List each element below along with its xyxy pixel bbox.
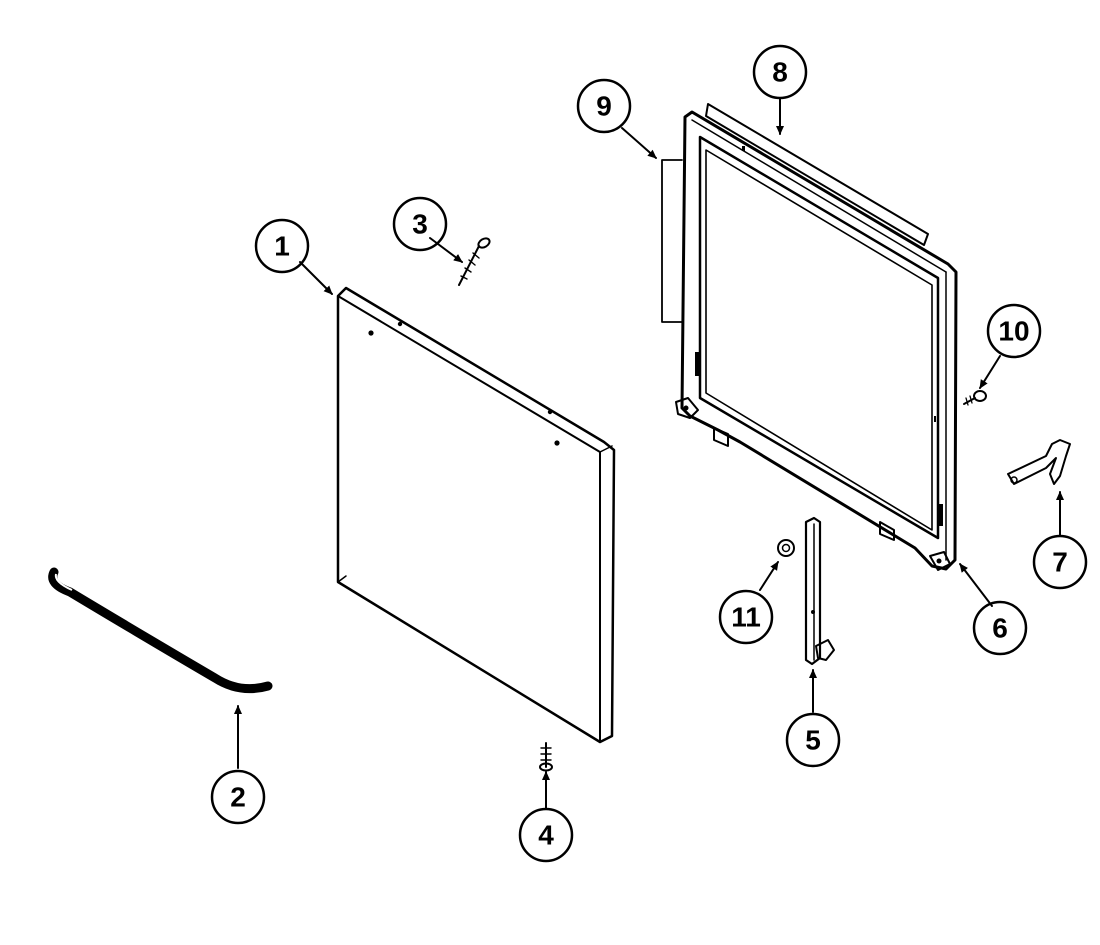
svg-text:2: 2 <box>230 782 246 813</box>
callout-11: 11 <box>718 589 774 645</box>
svg-text:1: 1 <box>274 231 290 262</box>
svg-text:9: 9 <box>596 91 612 122</box>
part-stop-bracket <box>804 516 835 666</box>
callout-1: 1 <box>254 218 310 274</box>
callout-3: 3 <box>392 196 448 252</box>
part-inner-liner <box>675 103 958 571</box>
svg-text:11: 11 <box>731 602 761 633</box>
callout-8: 8 <box>752 44 808 100</box>
callout-9: 9 <box>576 78 632 134</box>
bracket-9 <box>661 159 683 323</box>
svg-text:8: 8 <box>772 57 788 88</box>
part-screw-bottom <box>539 742 553 772</box>
leader-lines <box>234 97 1064 809</box>
part-nut <box>777 539 795 557</box>
svg-text:3: 3 <box>412 209 428 240</box>
part-door-panel <box>336 286 616 744</box>
part-screw-right <box>963 390 987 406</box>
svg-text:7: 7 <box>1052 547 1068 578</box>
part-seal-strip <box>48 567 273 694</box>
callout-7: 7 <box>1032 534 1088 590</box>
svg-text:5: 5 <box>805 725 821 756</box>
callout-6: 6 <box>972 600 1028 656</box>
callout-4: 4 <box>518 807 574 863</box>
part-screw-top <box>458 237 491 286</box>
svg-text:6: 6 <box>992 613 1008 644</box>
callout-5: 5 <box>785 712 841 768</box>
svg-text:4: 4 <box>538 820 554 851</box>
part-hinge <box>1007 439 1071 485</box>
callout-10: 10 <box>986 303 1042 359</box>
svg-text:10: 10 <box>998 316 1029 347</box>
callout-2: 2 <box>210 769 266 825</box>
